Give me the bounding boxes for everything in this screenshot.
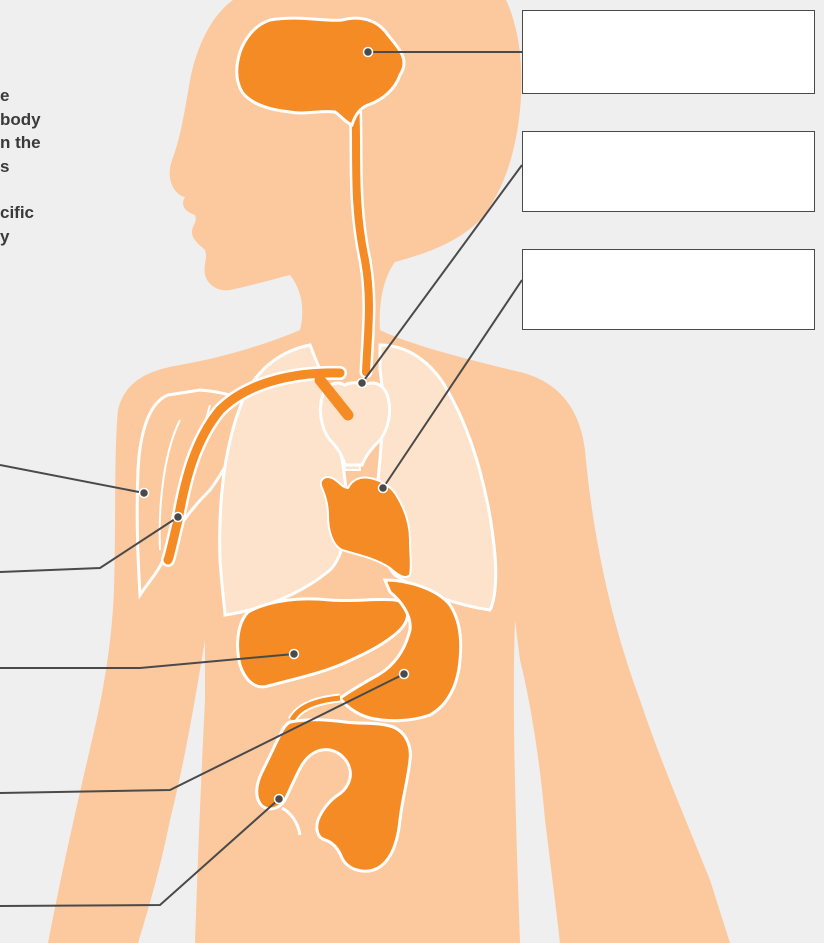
dot-brain (364, 48, 373, 57)
intro-text: e body n the s cific y (0, 84, 180, 248)
intro-line: n the (0, 131, 180, 155)
intro-line: y (0, 225, 180, 249)
dot-heart (379, 484, 388, 493)
dot-thymus (358, 379, 367, 388)
dot-stomach (400, 670, 409, 679)
dot-thoracic-duct (174, 513, 183, 522)
label-box-heart[interactable] (522, 249, 815, 330)
dot-arm-lymph (140, 489, 149, 498)
intro-line: body (0, 108, 180, 132)
intro-line: s (0, 155, 180, 179)
intro-line-blank (0, 178, 180, 201)
dot-intestine (275, 795, 284, 804)
intro-line: cific (0, 201, 180, 225)
dot-liver (290, 650, 299, 659)
intro-line: e (0, 84, 180, 108)
label-box-brain[interactable] (522, 10, 815, 94)
label-box-thymus[interactable] (522, 131, 815, 212)
